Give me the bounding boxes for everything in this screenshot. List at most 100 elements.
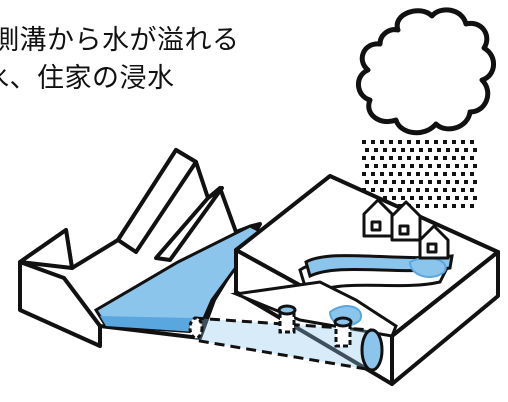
rain-dot xyxy=(407,172,411,176)
rain-dot xyxy=(455,148,459,152)
bottom-edge xyxy=(18,262,102,348)
rain-dot xyxy=(401,148,405,152)
left-ridge xyxy=(18,228,74,270)
rain-dot xyxy=(425,204,429,208)
rain-dot xyxy=(398,188,402,192)
rain-dot xyxy=(419,164,423,168)
rain-dot xyxy=(470,204,474,208)
rain-dot xyxy=(401,180,405,184)
rain-dot xyxy=(461,204,465,208)
rain-dot xyxy=(389,140,393,144)
rain-dot xyxy=(365,164,369,168)
rain-dot xyxy=(443,156,447,160)
rain-dot xyxy=(416,156,420,160)
rain-dot xyxy=(452,156,456,160)
rain-dot xyxy=(452,204,456,208)
rain-dot xyxy=(473,180,477,184)
ditch-water-deep xyxy=(100,316,196,332)
rain-dot xyxy=(389,172,393,176)
rain-dot xyxy=(398,140,402,144)
rain-dot xyxy=(470,156,474,160)
rain-dot xyxy=(392,180,396,184)
rain-dot xyxy=(437,196,441,200)
rain-dot xyxy=(461,188,465,192)
rain-dots xyxy=(362,140,477,208)
cloud-shape xyxy=(356,7,496,136)
rain-dot xyxy=(371,140,375,144)
rain-dot xyxy=(434,172,438,176)
rain-dot xyxy=(452,172,456,176)
rain-dot xyxy=(410,196,414,200)
rain-dot xyxy=(380,140,384,144)
house-icon xyxy=(390,200,422,242)
rain-dot xyxy=(383,164,387,168)
pipe-inlet xyxy=(188,316,204,340)
rain-dot xyxy=(452,188,456,192)
house-icon xyxy=(418,224,450,260)
rain-dot xyxy=(443,140,447,144)
caption: 側溝から水が溢れる 水、住家の浸水 xyxy=(0,22,240,98)
rain-dot xyxy=(407,140,411,144)
rain-dot xyxy=(392,148,396,152)
caption-line-1: 側溝から水が溢れる xyxy=(0,25,240,56)
rain-dot xyxy=(380,188,384,192)
rain-dot xyxy=(371,188,375,192)
inner-ridge-top xyxy=(154,186,224,262)
rain-dot xyxy=(383,196,387,200)
rain-dot xyxy=(437,164,441,168)
pipe-outlet xyxy=(360,328,384,372)
rain-dot xyxy=(434,204,438,208)
rain-dot xyxy=(374,164,378,168)
rain-dot xyxy=(371,172,375,176)
rain-dot xyxy=(365,180,369,184)
rain-dot xyxy=(473,196,477,200)
rain-dot xyxy=(419,196,423,200)
rain-dot xyxy=(461,140,465,144)
rain-dot xyxy=(380,172,384,176)
rain-dot xyxy=(470,140,474,144)
rain-dot xyxy=(407,156,411,160)
rain-dot xyxy=(461,172,465,176)
manhole-1 xyxy=(277,304,297,334)
channel xyxy=(230,254,454,338)
rain-dot xyxy=(464,164,468,168)
rain-dot xyxy=(374,180,378,184)
rain-dot xyxy=(392,196,396,200)
rain-dot xyxy=(401,196,405,200)
rain-dot xyxy=(389,188,393,192)
rain-dot xyxy=(419,148,423,152)
rain-dot xyxy=(380,156,384,160)
rain-dot xyxy=(371,156,375,160)
rain-dot xyxy=(446,196,450,200)
middle-ridge-top xyxy=(116,148,198,254)
rain-dot xyxy=(428,148,432,152)
rain-dot xyxy=(401,164,405,168)
rain-dot xyxy=(473,164,477,168)
rain-dot xyxy=(425,140,429,144)
rain-dot xyxy=(464,180,468,184)
rain-dot xyxy=(398,156,402,160)
rain-dot xyxy=(410,180,414,184)
rain-dot xyxy=(428,180,432,184)
rain-dot xyxy=(455,164,459,168)
rain-dot xyxy=(473,148,477,152)
rain-dot xyxy=(365,148,369,152)
rain-dot xyxy=(470,188,474,192)
caption-line-2: 水、住家の浸水 xyxy=(0,63,175,94)
rain-dot xyxy=(410,164,414,168)
houses xyxy=(362,198,450,260)
rain-dot xyxy=(470,172,474,176)
rain-dot xyxy=(362,156,366,160)
rain-dot xyxy=(362,140,366,144)
rain-cloud-icon xyxy=(356,7,496,208)
rain-dot xyxy=(362,172,366,176)
rain-dot xyxy=(434,188,438,192)
manhole-2 xyxy=(333,316,353,348)
rain-dot xyxy=(428,196,432,200)
rain-dot xyxy=(398,172,402,176)
rain-dot xyxy=(434,140,438,144)
rain-dot xyxy=(464,196,468,200)
rain-dot xyxy=(464,148,468,152)
rain-dot xyxy=(443,172,447,176)
